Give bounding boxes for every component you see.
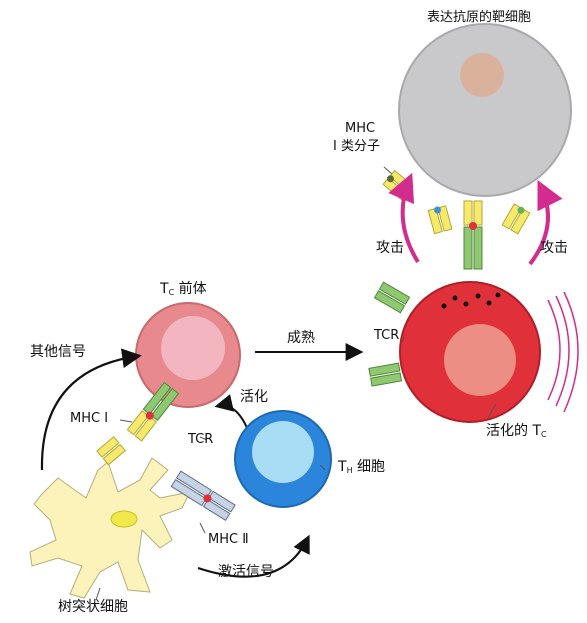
- tcr-left-label: TCR: [188, 432, 214, 447]
- mhc1-class-label: I 类分子: [333, 139, 380, 154]
- attack-left-label: 攻击: [376, 240, 404, 256]
- active-tc-label: 活化的 TC: [486, 423, 547, 440]
- tcr-molecule-1: [373, 281, 411, 314]
- attack-arrow-right: [528, 179, 563, 266]
- tcr-molecule-2: [368, 362, 403, 387]
- leader-lines: [95, 166, 497, 601]
- motion-lines: [547, 291, 579, 413]
- tc-precursor-label: TC 前体: [160, 281, 207, 298]
- activation-signal-label: 激活信号: [218, 564, 274, 580]
- other-signal-label: 其他信号: [30, 344, 86, 360]
- target-cell-label: 表达抗原的靶细胞: [427, 10, 532, 25]
- attack-right-label: 攻击: [540, 240, 568, 256]
- mhc1-molecule-2: [427, 205, 453, 235]
- tcr-right-label: TCR: [374, 328, 400, 343]
- mhc1-tcr-complex-left: [126, 381, 180, 442]
- activation-arrow: [214, 394, 249, 431]
- other-signal-arrow: [40, 348, 142, 471]
- mhc2-label: MHC Ⅱ: [208, 532, 249, 547]
- mhc2-tcr-complex: [170, 470, 236, 522]
- mature-label: 成熟: [287, 330, 315, 346]
- dendritic-cell-label: 树突状细胞: [58, 599, 128, 615]
- dendritic-cell: [29, 457, 191, 599]
- target-cell: [398, 23, 572, 197]
- dendritic-nucleus: [110, 510, 138, 528]
- th-cell: [234, 410, 332, 508]
- mhc1-extra-left: [96, 436, 127, 466]
- tc-precursor-cell: [135, 302, 241, 408]
- mhc1-left-label: MHC Ⅰ: [70, 411, 109, 426]
- activation-label: 活化: [240, 389, 268, 405]
- th-cell-label: TH 细胞: [338, 459, 386, 476]
- mhc1-top-label: MHC: [345, 121, 376, 136]
- activation-signal-arrow: [197, 534, 310, 578]
- mhc1-molecule-3: [501, 203, 531, 235]
- activated-tc-cell: [399, 281, 541, 423]
- mhc1-tcr-complex-top: [463, 200, 483, 270]
- attack-arrow-left: [388, 172, 420, 264]
